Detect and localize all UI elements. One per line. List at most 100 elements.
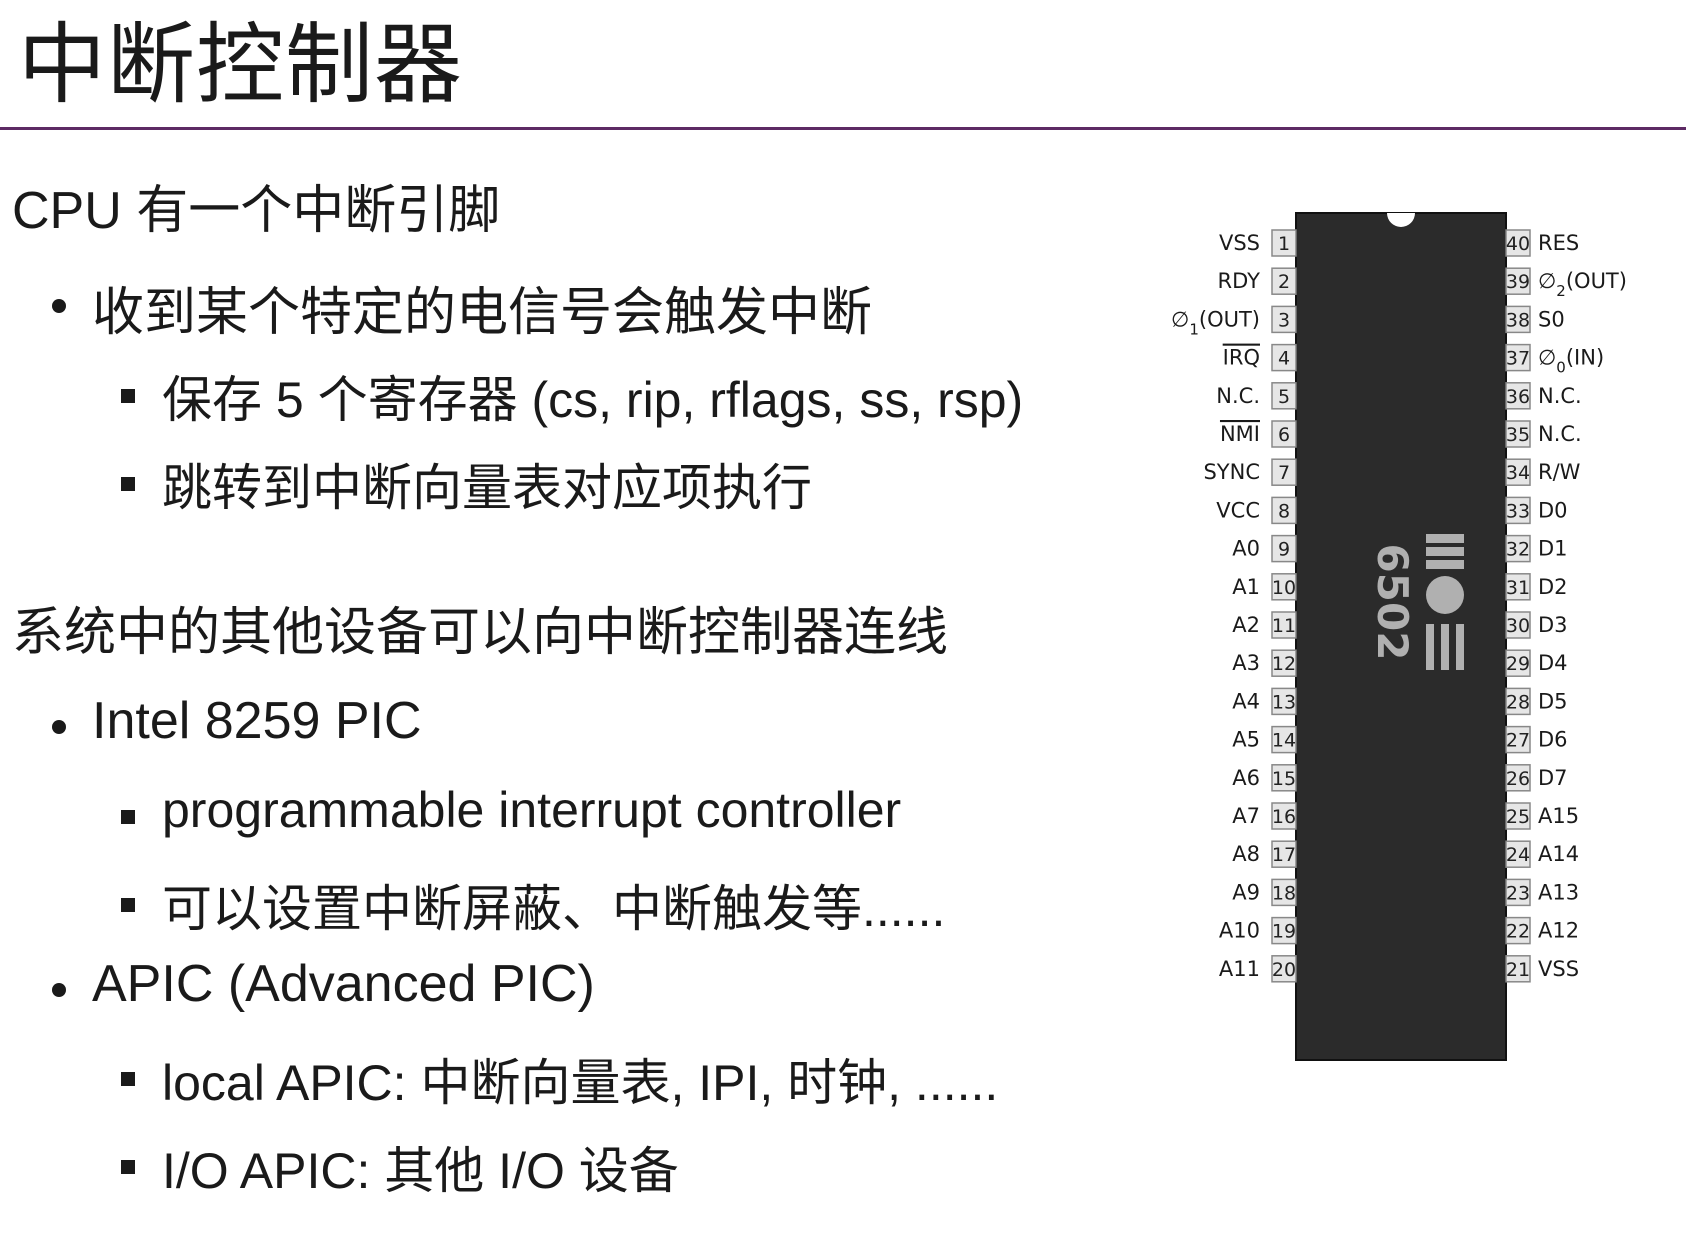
pin-label: A2 [1232, 613, 1260, 637]
pin-number: 19 [1272, 921, 1296, 943]
pin-box [1505, 687, 1531, 716]
pin-number: 4 [1278, 348, 1290, 370]
pin-box [1271, 496, 1297, 525]
pin-box [1271, 343, 1297, 372]
pin-box [1505, 534, 1531, 563]
bullet-square [121, 810, 135, 824]
pin-box [1271, 611, 1297, 639]
bullet-text-io-apic: I/O APIC: 其他 I/O 设备 [162, 1143, 679, 1199]
pin-label: N.C. [1216, 384, 1260, 408]
pin-number: 10 [1272, 577, 1296, 599]
pin-number: 11 [1272, 615, 1296, 637]
pin-label: A9 [1232, 880, 1260, 904]
pin-label: A13 [1538, 880, 1579, 904]
pin-box [1271, 649, 1297, 677]
pin-box [1505, 725, 1531, 754]
left-pin-4: 4 IRQ [1223, 343, 1297, 372]
title-underline [0, 127, 1686, 130]
bullet-square [121, 477, 135, 491]
pin-label: A14 [1538, 842, 1579, 866]
bullet-square [121, 1072, 135, 1086]
pin-label: IRQ [1223, 346, 1260, 370]
bullet-text-cpu: CPU 有一个中断引脚 [12, 182, 501, 240]
pin-box [1505, 496, 1531, 525]
pin-number: 31 [1506, 577, 1530, 599]
bullet-square [121, 1160, 135, 1174]
pin-number: 17 [1272, 844, 1296, 866]
left-pin-10: 10 A1 [1232, 573, 1297, 601]
pin-box [1505, 802, 1531, 830]
pin-label: D6 [1538, 728, 1568, 752]
right-pin-28: 28 D5 [1505, 687, 1568, 716]
pin-number: 39 [1506, 271, 1530, 293]
pin-box [1271, 458, 1297, 486]
pin-label: D5 [1538, 689, 1568, 713]
mos-6502-pinout-diagram: 6502 1VSS2RDY3∅1(OUT)4IRQ5N.C.6NMI7SYNC8… [1171, 212, 1627, 1061]
pin-label: VSS [1538, 957, 1579, 981]
pin-label: N.C. [1538, 422, 1582, 446]
pin-number: 5 [1278, 386, 1290, 408]
pin-box [1505, 229, 1531, 257]
pin-box [1505, 764, 1531, 792]
pin-box [1271, 420, 1297, 448]
pin-label: A6 [1232, 766, 1260, 790]
pin-number: 23 [1506, 882, 1530, 904]
pin-number: 3 [1278, 309, 1290, 331]
pin-box [1505, 458, 1531, 486]
mos-logo [1426, 534, 1464, 670]
pin-box [1271, 878, 1297, 907]
left-pin-9: 9A0 [1232, 534, 1297, 563]
chip-body [1295, 212, 1507, 1061]
pin-box [1505, 420, 1531, 448]
pin-label: ∅0(IN) [1538, 346, 1604, 377]
pin-number: 6 [1278, 424, 1290, 446]
right-pin-39: 39∅2(OUT) [1505, 267, 1627, 300]
bullet-text-signal: 收到某个特定的电信号会触发中断 [92, 284, 873, 342]
pin-number: 24 [1506, 844, 1530, 866]
pin-number: 26 [1506, 768, 1530, 790]
pin-label: S0 [1538, 307, 1565, 331]
pin-number: 32 [1506, 539, 1530, 561]
pin-label: D7 [1538, 766, 1568, 790]
pin-number: 9 [1278, 539, 1290, 561]
pin-box [1505, 878, 1531, 907]
pin-label: A8 [1232, 842, 1260, 866]
pin-box [1271, 764, 1297, 792]
pin-label: N.C. [1538, 384, 1582, 408]
pin-box [1505, 916, 1531, 945]
pin-number: 28 [1506, 691, 1530, 713]
pin-label: D3 [1538, 613, 1568, 637]
left-pin-5: 5 N.C. [1216, 382, 1297, 410]
chip-notch [1387, 213, 1415, 227]
pin-number: 7 [1278, 462, 1290, 484]
pin-box [1271, 687, 1297, 716]
pin-number: 20 [1272, 959, 1296, 981]
pin-label: VCC [1216, 498, 1260, 522]
pin-number: 34 [1506, 462, 1530, 484]
pin-label: A1 [1232, 575, 1260, 599]
pin-box [1505, 267, 1531, 295]
pin-label: A4 [1232, 689, 1260, 713]
pin-box [1271, 534, 1297, 563]
pin-label: R/W [1538, 460, 1581, 484]
pin-number: 25 [1506, 806, 1530, 828]
bullet-dot [52, 299, 66, 313]
pin-label: ∅1(OUT) [1171, 307, 1260, 338]
pin-label: RES [1538, 231, 1579, 255]
pin-label: A5 [1232, 728, 1260, 752]
pin-label: VSS [1219, 231, 1260, 255]
bullet-square [121, 898, 135, 912]
pin-number: 33 [1506, 500, 1530, 522]
